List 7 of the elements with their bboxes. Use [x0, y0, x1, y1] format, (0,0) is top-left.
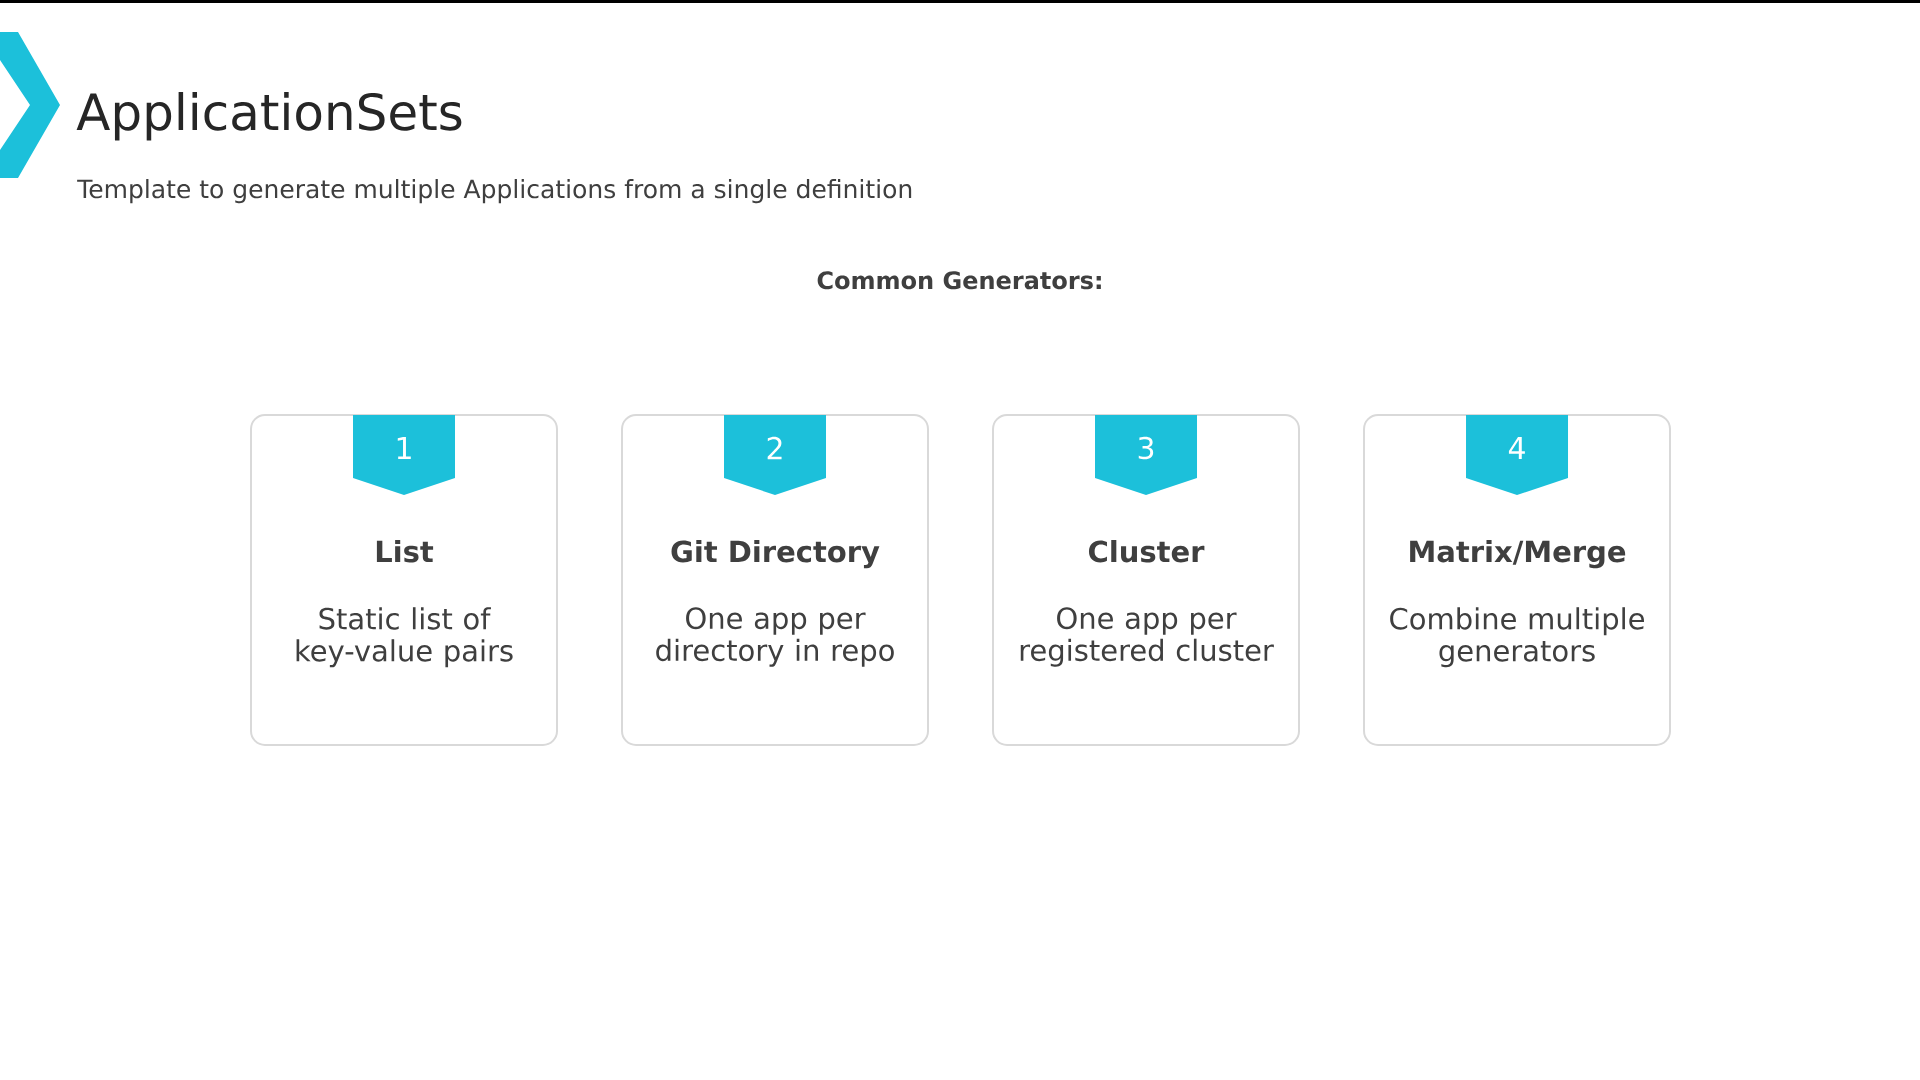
number-badge: 2 [724, 415, 826, 495]
number-badge: 3 [1095, 415, 1197, 495]
number-badge: 1 [353, 415, 455, 495]
subtitle: Template to generate multiple Applications from a single definition [77, 179, 912, 204]
section-heading: Common Generators: [817, 271, 1101, 290]
number-badge: 4 [1466, 415, 1568, 495]
slide-title: ApplicationSets [76, 92, 462, 141]
